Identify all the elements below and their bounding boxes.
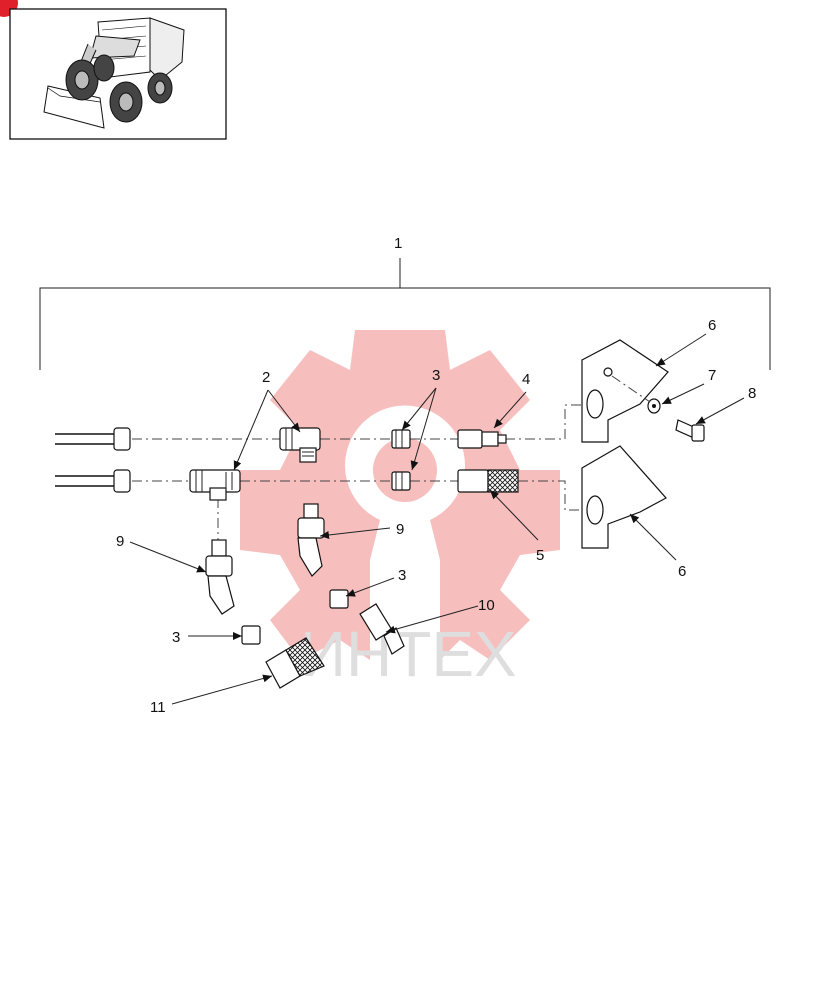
coupler-male	[457, 429, 507, 449]
callout-11: 11	[150, 699, 166, 716]
callout-2: 2	[262, 369, 270, 386]
callout-5: 5	[536, 547, 544, 564]
callouts: 1 2 3 4 5 6 6 7 8 9 9 3 10 3 11	[116, 235, 756, 716]
tee-fitting-upper	[279, 427, 321, 463]
gear-icon	[240, 330, 560, 660]
adapter-upper	[391, 429, 411, 449]
tee-fitting-lower	[189, 469, 241, 501]
hose-nut-upper	[113, 427, 131, 451]
callout-1: 1	[394, 235, 402, 252]
centerlines	[132, 404, 582, 540]
callout-7: 7	[708, 367, 716, 384]
callout-3-right: 3	[398, 567, 406, 584]
adapter-small-left	[241, 625, 261, 645]
elbow-fitting-right	[297, 503, 325, 577]
mounting-bracket-lower	[581, 445, 667, 549]
skid-steer-loader-icon	[43, 17, 185, 129]
leader-lines	[129, 333, 745, 705]
bolt	[675, 419, 705, 442]
elbow-fitting-left	[205, 539, 235, 615]
coupler-female-lower	[265, 637, 325, 689]
adapter-small-right	[329, 589, 349, 609]
callout-6-upper: 6	[708, 317, 716, 334]
watermark: ИНТЕХ	[240, 330, 560, 690]
callout-4: 4	[522, 371, 530, 388]
watermark-text: ИНТЕХ	[300, 618, 517, 690]
washer	[647, 398, 661, 414]
callout-10: 10	[478, 597, 495, 614]
callout-3-left: 3	[172, 629, 180, 646]
assembly-bracket	[39, 258, 771, 370]
coupler-female	[457, 469, 519, 493]
hoses	[55, 427, 131, 493]
machine-thumbnail	[9, 8, 227, 140]
callout-9-left: 9	[116, 533, 124, 550]
hose-nut-lower	[113, 469, 131, 493]
callout-3-top: 3	[432, 367, 440, 384]
adapter-lower	[391, 471, 411, 491]
callout-9-right: 9	[396, 521, 404, 538]
callout-8: 8	[748, 385, 756, 402]
mounting-bracket-upper	[581, 339, 669, 443]
callout-6-lower: 6	[678, 563, 686, 580]
